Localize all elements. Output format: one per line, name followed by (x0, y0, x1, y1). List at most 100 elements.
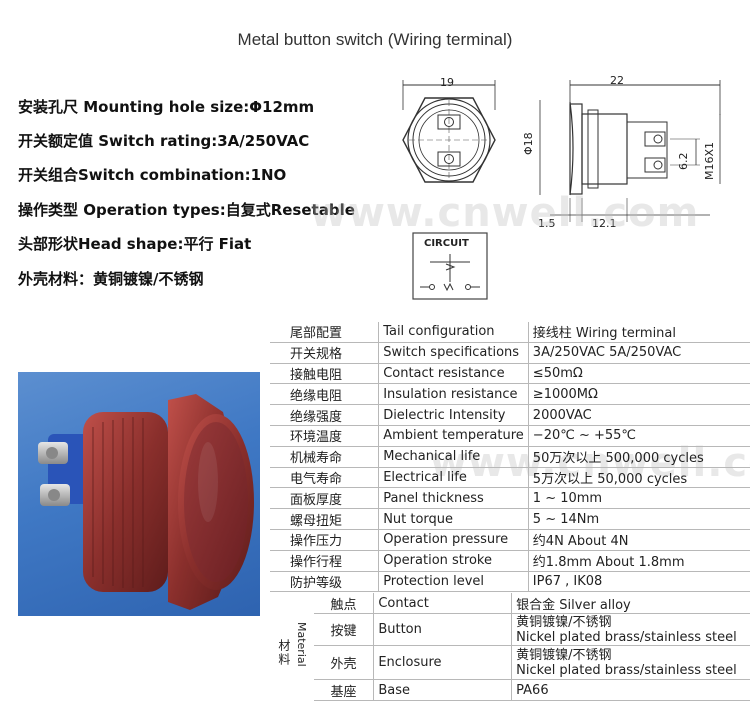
watermark-top: www.cnwell.com (310, 190, 700, 236)
row-value: −20℃ ~ +55℃ (527, 425, 750, 447)
spec-shell-material: 外壳材料：黄铜镀镍/不锈钢 (18, 270, 204, 288)
material-row-enclosure: 外壳 Enclosure 黄铜镀镍/不锈钢 Nickel plated bras… (270, 645, 750, 680)
row-value: 黄铜镀镍/不锈钢 Nickel plated brass/stainless s… (511, 613, 750, 646)
row-value-line-2: Nickel plated brass/stainless steel (516, 662, 737, 678)
length-dimension: 22 (610, 74, 624, 87)
row-value: 3A/250VAC 5A/250VAC (527, 342, 750, 364)
row-value: 约4N About 4N (527, 529, 750, 551)
row-en-label: Button (373, 613, 512, 646)
spec-switch-rating: 开关额定值 Switch rating:3A/250VAC (18, 132, 310, 150)
table-row: 防护等级 Protection level IP67 , IK08 (270, 571, 750, 593)
table-row: 绝缘电阻 Insulation resistance ≥1000MΩ (270, 383, 750, 406)
row-en-label: Enclosure (373, 645, 512, 680)
row-cn-label: 尾部配置 (270, 322, 379, 343)
row-value: 5万次以上 50,000 cycles (527, 467, 750, 489)
row-value: PA66 (511, 679, 750, 701)
material-row-button: 按键 Button 黄铜镀镍/不锈钢 Nickel plated brass/s… (270, 613, 750, 646)
row-en-label: Operation pressure (378, 529, 529, 551)
row-cn-label: 接触电阻 (270, 363, 379, 385)
row-cn-label: 操作行程 (270, 550, 379, 572)
row-cn-label: 机械寿命 (270, 446, 379, 468)
table-row: 环境温度 Ambient temperature −20℃ ~ +55℃ (270, 425, 750, 447)
spec-operation-type: 操作类型 Operation types:自复式Resetable (18, 201, 355, 219)
row-value: 2000VAC (527, 404, 750, 426)
table-row: 尾部配置 Tail configuration 接线柱 Wiring termi… (270, 322, 750, 343)
row-cn-label: 面板厚度 (270, 487, 379, 510)
row-value-line-1: 黄铜镀镍/不锈钢 (516, 647, 612, 663)
circuit-diagram (412, 232, 488, 300)
table-row: 开关规格 Switch specifications 3A/250VAC 5A/… (270, 342, 750, 364)
row-cn-label: 触点 (313, 593, 374, 614)
row-cn-label: 基座 (313, 679, 374, 701)
product-photo (18, 372, 260, 616)
row-cn-label: 环境温度 (270, 425, 379, 447)
material-row-base: 基座 Base PA66 (270, 679, 750, 701)
row-value-line-1: 银合金 Silver alloy (516, 597, 631, 613)
table-row: 螺母扭矩 Nut torque 5 ~ 14Nm (270, 508, 750, 530)
body-dimension: 12.1 (592, 217, 617, 230)
row-cn-label: 按键 (313, 613, 374, 646)
table-row: 机械寿命 Mechanical life 50万次以上 500,000 cycl… (270, 446, 750, 468)
row-en-label: Mechanical life (378, 446, 529, 468)
row-en-label: Contact resistance (378, 363, 529, 385)
row-value: IP67 , IK08 (527, 571, 750, 593)
row-value: 50万次以上 500,000 cycles (527, 446, 750, 468)
row-value-line-1: PA66 (516, 682, 549, 698)
row-en-label: Base (373, 679, 512, 701)
row-cn-label: 外壳 (313, 645, 374, 680)
row-cn-label: 螺母扭矩 (270, 508, 379, 530)
row-value: ≤50mΩ (527, 363, 750, 385)
row-value: 黄铜镀镍/不锈钢 Nickel plated brass/stainless s… (511, 645, 750, 680)
row-value: 1 ~ 10mm (527, 487, 750, 510)
row-value-line-1: 黄铜镀镍/不锈钢 (516, 614, 612, 630)
row-cn-label: 防护等级 (270, 571, 379, 593)
spec-switch-combination: 开关组合Switch combination:1NO (18, 166, 287, 184)
terminal-spacing-dimension: 6.2 (677, 152, 690, 171)
material-label-en: Material (294, 622, 308, 668)
flange-dimension: 1.5 (538, 217, 556, 230)
spec-mounting-hole: 安装孔尺 Mounting hole size:Φ12mm (18, 98, 315, 116)
row-value-line-2: Nickel plated brass/stainless steel (516, 629, 737, 645)
row-cn-label: 绝缘电阻 (270, 383, 379, 406)
front-view-drawing (402, 80, 496, 183)
row-en-label: Electrical life (378, 467, 529, 489)
table-row: 电气寿命 Electrical life 5万次以上 50,000 cycles (270, 467, 750, 489)
row-cn-label: 操作压力 (270, 529, 379, 551)
row-value: 接线柱 Wiring terminal (527, 322, 750, 343)
metal-button-switch-image (38, 394, 254, 610)
row-value: ≥1000MΩ (527, 383, 750, 406)
row-en-label: Nut torque (378, 508, 529, 530)
row-en-label: Switch specifications (378, 342, 529, 364)
material-label-cn: 材料 (276, 639, 291, 668)
row-cn-label: 电气寿命 (270, 467, 379, 489)
table-row: 接触电阻 Contact resistance ≤50mΩ (270, 363, 750, 385)
row-en-label: Panel thickness (378, 487, 529, 510)
side-view-drawing (539, 80, 721, 222)
row-en-label: Insulation resistance (378, 383, 529, 406)
row-en-label: Tail configuration (378, 322, 529, 343)
diameter-dimension: Φ18 (522, 132, 535, 155)
table-row: 操作压力 Operation pressure 约4N About 4N (270, 529, 750, 551)
row-en-label: Protection level (378, 571, 529, 593)
row-cn-label: 开关规格 (270, 342, 379, 364)
row-value: 5 ~ 14Nm (527, 508, 750, 530)
width-dimension: 19 (440, 76, 454, 89)
circuit-label: CIRCUIT (424, 238, 469, 249)
row-en-label: Contact (373, 593, 512, 614)
row-en-label: Ambient temperature (378, 425, 529, 447)
page-title: Metal button switch (Wiring terminal) (237, 30, 513, 49)
row-en-label: Dielectric Intensity (378, 404, 529, 426)
table-row: 操作行程 Operation stroke 约1.8mm About 1.8mm (270, 550, 750, 572)
thread-dimension: M16X1 (703, 141, 716, 180)
row-value: 银合金 Silver alloy (511, 593, 750, 614)
row-en-label: Operation stroke (378, 550, 529, 572)
spec-table: 尾部配置 Tail configuration 接线柱 Wiring termi… (270, 322, 750, 593)
spec-head-shape: 头部形状Head shape:平行 Fiat (18, 235, 252, 253)
table-row: 绝缘强度 Dielectric Intensity 2000VAC (270, 404, 750, 426)
row-cn-label: 绝缘强度 (270, 404, 379, 426)
row-value: 约1.8mm About 1.8mm (527, 550, 750, 572)
table-row: 面板厚度 Panel thickness 1 ~ 10mm (270, 487, 750, 510)
